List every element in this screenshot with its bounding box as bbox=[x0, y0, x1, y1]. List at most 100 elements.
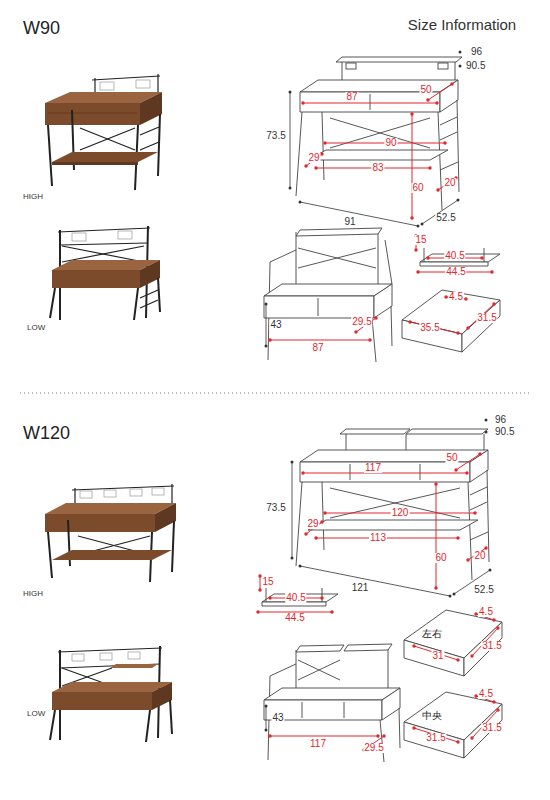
variant-label: LOW bbox=[26, 324, 46, 332]
desk-photo-part bbox=[104, 490, 116, 497]
dimension-label: 73.5 bbox=[265, 503, 286, 513]
desk-outline-part bbox=[470, 487, 487, 495]
desk-outline-part bbox=[300, 202, 418, 226]
desk-outline-part bbox=[438, 63, 448, 69]
desk-outline-part bbox=[436, 484, 437, 588]
dimension-label: 117 bbox=[309, 739, 327, 749]
desk-outline-part bbox=[300, 80, 458, 92]
drawer-outline bbox=[404, 692, 502, 758]
desk-outline-part bbox=[468, 482, 472, 580]
drawer-outline-part bbox=[414, 728, 458, 742]
desk-photo-part bbox=[60, 664, 160, 668]
desk-outline-part bbox=[316, 538, 458, 539]
desk-outline-part bbox=[264, 284, 392, 296]
dimension-label: 4.5 bbox=[478, 607, 494, 617]
desk-outline-part bbox=[308, 150, 448, 160]
dimension-label: 4.5 bbox=[448, 292, 464, 302]
desk-photo-part bbox=[130, 489, 142, 496]
dimension-label: 40.5 bbox=[285, 593, 306, 603]
desk-outline-part bbox=[378, 228, 379, 290]
desk-photo-part bbox=[72, 233, 86, 241]
desk-outline-part bbox=[412, 114, 413, 218]
desk-outline-part bbox=[380, 720, 384, 762]
shelf-outline bbox=[258, 576, 338, 612]
dimension-label: 117 bbox=[364, 463, 382, 473]
drawer-outline-part bbox=[464, 704, 502, 758]
desk-photo-part bbox=[158, 114, 160, 176]
desk-outline-part bbox=[406, 429, 488, 434]
desk-photo bbox=[45, 74, 162, 190]
dimension-label: 35.5 bbox=[419, 323, 440, 333]
desk-outline-part bbox=[298, 660, 340, 680]
desk-photo-part bbox=[50, 710, 55, 740]
dimension-label: 113 bbox=[369, 533, 387, 543]
desk-photo-part bbox=[140, 127, 159, 135]
desk-outline-part bbox=[440, 80, 458, 112]
desk-outline-part bbox=[485, 419, 488, 422]
desk-outline-part bbox=[344, 702, 345, 718]
desk-outline-part bbox=[340, 429, 410, 434]
desk-outline-part bbox=[296, 228, 382, 236]
variant-label: HIGH bbox=[22, 193, 44, 201]
drawer-outline bbox=[402, 290, 500, 352]
desk-outline-part bbox=[350, 464, 351, 480]
desk-outline-part bbox=[470, 502, 487, 510]
desk-photo-part bbox=[48, 113, 137, 114]
desk-photo-part bbox=[140, 290, 158, 298]
desk-photo-part bbox=[158, 278, 160, 312]
dimension-label: 87 bbox=[311, 343, 324, 353]
desk-photo-part bbox=[140, 300, 158, 308]
desk-photo-part bbox=[52, 152, 158, 162]
desk-outline bbox=[292, 419, 490, 597]
dimension-label: 52.5 bbox=[473, 585, 494, 595]
dimension-label: 91 bbox=[343, 217, 356, 227]
desk-outline-part bbox=[322, 112, 324, 180]
desk-outline-part bbox=[264, 296, 374, 318]
desk-photo-part bbox=[72, 654, 84, 661]
dimension-label: 31 bbox=[431, 651, 444, 661]
desk-photo-part bbox=[62, 246, 144, 262]
desk-outline-part bbox=[459, 65, 462, 68]
shelf-outline-part bbox=[260, 576, 261, 590]
shelf-outline-part bbox=[484, 248, 485, 262]
desk-photo-part bbox=[136, 80, 150, 88]
dimension-label: 50 bbox=[419, 85, 432, 95]
section-heading: W120 bbox=[22, 424, 71, 442]
desk-photo-part bbox=[52, 162, 138, 165]
drawer-outline-part bbox=[404, 722, 464, 758]
desk-photo-part bbox=[80, 491, 92, 498]
dimension-label: 29 bbox=[306, 519, 319, 529]
desk-outline-part bbox=[344, 644, 392, 651]
dimension-label: 50 bbox=[445, 453, 458, 463]
desk-outline-part bbox=[264, 688, 400, 700]
desk-photo-part bbox=[146, 710, 150, 742]
dimension-label: 43 bbox=[269, 320, 282, 330]
dimension-label: 31.5 bbox=[481, 723, 502, 733]
desk-outline-part bbox=[296, 482, 302, 566]
drawer-outline-part bbox=[404, 640, 464, 676]
desk-outline-part bbox=[300, 450, 488, 462]
desk-photo bbox=[50, 646, 172, 742]
dimension-label: 31.5 bbox=[481, 641, 502, 651]
dimension-label: 44.5 bbox=[445, 267, 466, 277]
dimension-label: 31.5 bbox=[425, 733, 446, 743]
desk-outline-part bbox=[457, 100, 459, 192]
desk-photo-part bbox=[52, 550, 172, 560]
desk-outline-part bbox=[487, 470, 489, 562]
desk-outline-part bbox=[346, 63, 356, 69]
desk-outline-part bbox=[303, 103, 437, 104]
shelf-outline-part bbox=[262, 594, 338, 602]
desk-outline-part bbox=[306, 154, 322, 166]
desk-outline-part bbox=[308, 520, 478, 530]
desk-outline-part bbox=[406, 434, 407, 450]
desk-outline-part bbox=[470, 532, 488, 540]
desk-photo-part bbox=[157, 74, 158, 94]
dimension-label: 29.5 bbox=[363, 743, 384, 753]
desk-outline bbox=[264, 228, 392, 362]
desk-photo-part bbox=[62, 246, 144, 262]
dimension-label: 29.5 bbox=[351, 317, 372, 327]
desk-photo-part bbox=[140, 260, 160, 288]
desk-photo-part bbox=[48, 532, 52, 578]
dimension-label: 60 bbox=[411, 183, 424, 193]
desk-outline-part bbox=[298, 660, 340, 680]
